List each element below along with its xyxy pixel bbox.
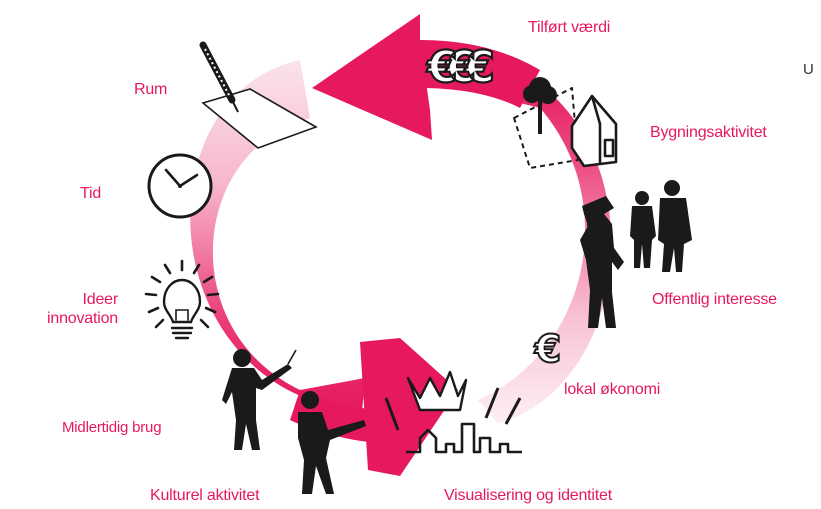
cycle-ring-left <box>190 60 365 412</box>
label-midlertidig-brug: Midlertidig brug <box>62 419 162 436</box>
label-innovation: innovation <box>47 310 118 327</box>
skyline-icon <box>384 387 522 454</box>
clock-icon <box>147 153 213 219</box>
label-ideer-innovation: Ideer innovation <box>46 290 118 328</box>
lightbulb-icon <box>144 259 220 340</box>
house-icon <box>513 87 618 169</box>
crown-icon <box>406 370 468 412</box>
label-ideer: Ideer <box>82 291 119 308</box>
label-kulturel-aktivitet: Kulturel aktivitet <box>150 487 260 504</box>
label-tilfoert-vaerdi: Tilført værdi <box>528 19 611 36</box>
photographer-silhouette-icon <box>580 196 624 328</box>
cycle-arrowhead-top <box>312 14 432 140</box>
paper-icon <box>201 88 318 149</box>
presenter-silhouette-icon <box>222 349 297 450</box>
label-lokal-oekonomi: lokal økonomi <box>564 381 661 398</box>
label-bygningsaktivitet: Bygningsaktivitet <box>650 124 767 141</box>
tree-icon <box>523 77 557 134</box>
euro-coins-text: €€€ <box>426 42 492 93</box>
label-offentlig-interesse: Offentlig interesse <box>652 291 777 308</box>
label-visualisering-og-identitet: Visualisering og identitet <box>444 487 612 504</box>
cycle-ring-top-band <box>420 40 540 108</box>
walking-people-silhouette-icon <box>630 180 692 272</box>
label-rum: Rum <box>134 81 168 98</box>
euro-icon: € <box>533 326 562 372</box>
euro-coins-icon: €€€ <box>425 41 505 94</box>
thermometer-icon <box>199 41 239 113</box>
guitarist-silhouette-icon <box>298 391 366 494</box>
label-tid: Tid <box>80 185 102 202</box>
label-edge-fragment: U <box>803 61 814 78</box>
euro-icon-text: € <box>534 327 561 371</box>
